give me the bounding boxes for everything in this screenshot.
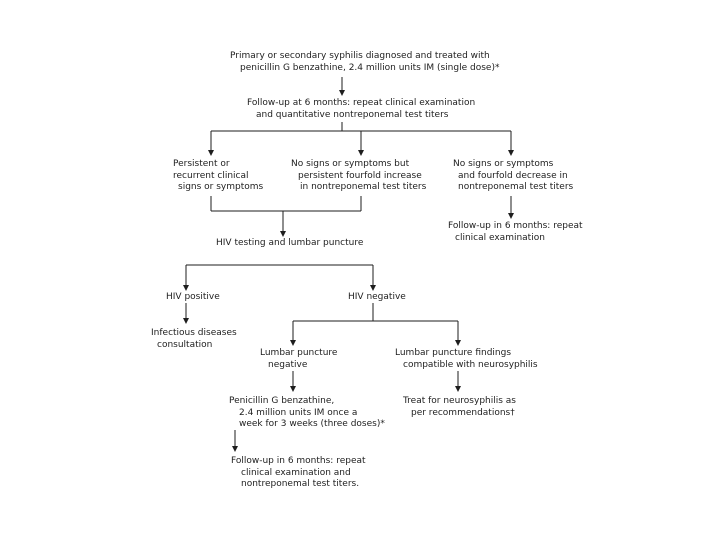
node-followup-6-months-line-1: Follow-up at 6 months: repeat clinical e… bbox=[247, 98, 476, 108]
node-hiv-positive-line-1: HIV positive bbox=[166, 292, 220, 302]
node-hiv-negative-line-1: HIV negative bbox=[348, 292, 406, 302]
node-followup-final-line-1: Follow-up in 6 months: repeat bbox=[231, 456, 366, 466]
node-penicillin-weekly-line-3: week for 3 weeks (three doses)* bbox=[239, 419, 385, 429]
node-infectious-consultation-line-1: Infectious diseases bbox=[151, 328, 237, 338]
node-persistent-signs-line-3: signs or symptoms bbox=[178, 182, 264, 192]
node-persistent-signs-line-1: Persistent or bbox=[173, 159, 230, 169]
node-penicillin-weekly-line-1: Penicillin G benzathine, bbox=[229, 396, 335, 406]
node-lumbar-puncture-findings: Lumbar puncture findings compatible with… bbox=[395, 348, 538, 371]
node-lumbar-puncture-findings-line-2: compatible with neurosyphilis bbox=[403, 359, 538, 370]
node-lumbar-puncture-findings-line-1: Lumbar puncture findings bbox=[395, 348, 512, 358]
node-lumbar-puncture-negative-line-1: Lumbar puncture bbox=[260, 348, 338, 358]
node-followup-repeat: Follow-up in 6 months: repeat clinical e… bbox=[448, 221, 583, 244]
node-hiv-positive: HIV positive bbox=[166, 292, 220, 304]
node-followup-6-months: Follow-up at 6 months: repeat clinical e… bbox=[247, 98, 475, 121]
node-followup-final: Follow-up in 6 months: repeat clinical e… bbox=[231, 456, 366, 491]
node-followup-repeat-line-2: clinical examination bbox=[455, 232, 545, 243]
node-treat-neurosyphilis-line-1: Treat for neurosyphilis as bbox=[403, 396, 516, 406]
node-infectious-consultation-line-2: consultation bbox=[157, 339, 213, 350]
node-treat-neurosyphilis: Treat for neurosyphilis as per recommend… bbox=[403, 396, 516, 419]
node-hiv-negative: HIV negative bbox=[348, 292, 406, 304]
node-no-signs-decrease: No signs or symptoms and fourfold decrea… bbox=[453, 159, 573, 194]
node-no-signs-increase-line-1: No signs or symptoms but bbox=[291, 159, 410, 169]
node-followup-6-months-line-2: and quantitative nontreponemal test tite… bbox=[256, 109, 449, 120]
node-hiv-testing-lumbar-puncture-line-1: HIV testing and lumbar puncture bbox=[216, 238, 364, 248]
node-followup-final-line-2: clinical examination and bbox=[241, 467, 351, 478]
node-infectious-consultation: Infectious diseases consultation bbox=[151, 328, 237, 351]
node-no-signs-decrease-line-2: and fourfold decrease in bbox=[458, 170, 568, 181]
node-start-line-1: Primary or secondary syphilis diagnosed … bbox=[230, 51, 490, 61]
node-lumbar-puncture-negative-line-2: negative bbox=[268, 359, 308, 370]
node-no-signs-decrease-line-3: nontreponemal test titers bbox=[458, 182, 574, 192]
node-followup-final-line-3: nontreponemal test titers. bbox=[241, 479, 360, 489]
node-persistent-signs-line-2: recurrent clinical bbox=[173, 170, 249, 181]
node-hiv-testing-lumbar-puncture: HIV testing and lumbar puncture bbox=[216, 238, 363, 250]
node-start: Primary or secondary syphilis diagnosed … bbox=[230, 51, 499, 74]
node-no-signs-increase-line-2: persistent fourfold increase bbox=[298, 170, 422, 181]
node-lumbar-puncture-negative: Lumbar puncture negative bbox=[260, 348, 337, 371]
node-no-signs-increase-line-3: in nontreponemal test titers bbox=[300, 182, 427, 192]
node-penicillin-weekly-line-2: 2.4 million units IM once a bbox=[239, 407, 358, 418]
node-persistent-signs: Persistent or recurrent clinical signs o… bbox=[173, 159, 263, 194]
node-penicillin-weekly: Penicillin G benzathine, 2.4 million uni… bbox=[229, 396, 385, 431]
node-treat-neurosyphilis-line-2: per recommendations† bbox=[411, 407, 515, 418]
node-no-signs-decrease-line-1: No signs or symptoms bbox=[453, 159, 554, 169]
node-start-line-2: penicillin G benzathine, 2.4 million uni… bbox=[240, 62, 500, 73]
node-no-signs-increase: No signs or symptoms but persistent four… bbox=[291, 159, 426, 194]
node-followup-repeat-line-1: Follow-up in 6 months: repeat bbox=[448, 221, 583, 231]
